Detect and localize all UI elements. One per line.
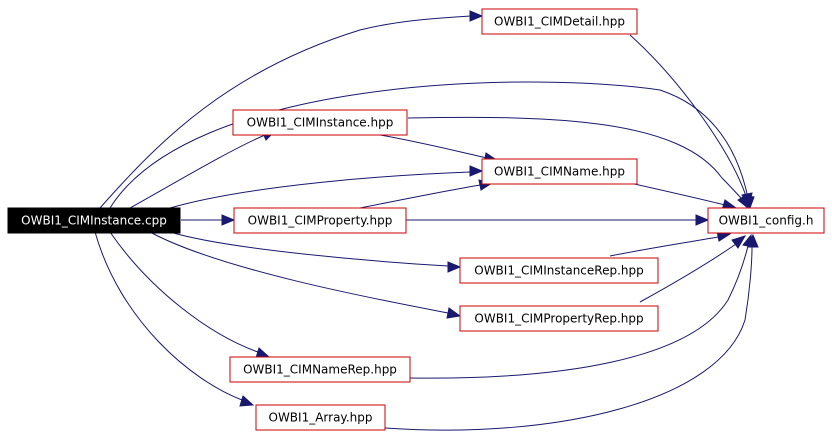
arrowhead-icon bbox=[731, 235, 747, 249]
edge-root-array bbox=[94, 231, 243, 401]
edge-detail-config bbox=[629, 34, 747, 197]
node-cim-instance-cpp[interactable]: OWBI1_CIMInstance.cpp bbox=[7, 207, 181, 234]
edge-root-config-top bbox=[109, 81, 749, 209]
arrowhead-icon bbox=[737, 194, 749, 210]
node-cim-instance-hpp[interactable]: OWBI1_CIMInstance.hpp bbox=[232, 109, 408, 136]
node-label: OWBI1_CIMInstanceRep.hpp bbox=[474, 264, 643, 278]
node-cim-name-rep-hpp[interactable]: OWBI1_CIMNameRep.hpp bbox=[229, 356, 411, 383]
node-cim-detail-hpp[interactable]: OWBI1_CIMDetail.hpp bbox=[481, 8, 638, 35]
arrowhead-icon bbox=[239, 395, 255, 407]
node-cim-instance-rep-hpp[interactable]: OWBI1_CIMInstanceRep.hpp bbox=[459, 257, 659, 284]
arrowhead-icon bbox=[469, 165, 484, 177]
arrowhead-icon bbox=[469, 10, 484, 22]
edge-root-name bbox=[169, 171, 471, 209]
node-label: OWBI1_CIMName.hpp bbox=[494, 165, 625, 179]
node-cim-property-hpp[interactable]: OWBI1_CIMProperty.hpp bbox=[233, 207, 407, 234]
node-label: OWBI1_Array.hpp bbox=[269, 411, 373, 425]
edge-namerep-config bbox=[409, 245, 749, 379]
edge-name-config bbox=[629, 182, 726, 206]
edge-propertyrep-config bbox=[639, 243, 737, 303]
node-label: OWBI1_CIMInstance.hpp bbox=[247, 116, 394, 130]
edge-root-propertyrep bbox=[149, 231, 449, 314]
edge-instance-config bbox=[407, 116, 743, 200]
edge-property-name bbox=[359, 184, 481, 209]
node-label: OWBI1_CIMPropertyRep.hpp bbox=[474, 312, 643, 326]
node-config-h[interactable]: OWBI1_config.h bbox=[707, 207, 825, 234]
edge-root-detail bbox=[99, 15, 471, 209]
arrowhead-icon bbox=[695, 214, 710, 226]
node-cim-name-hpp[interactable]: OWBI1_CIMName.hpp bbox=[481, 158, 638, 185]
node-label: OWBI1_CIMNameRep.hpp bbox=[243, 363, 397, 377]
edges bbox=[94, 10, 759, 431]
node-array-hpp[interactable]: OWBI1_Array.hpp bbox=[255, 404, 386, 431]
arrowhead-icon bbox=[747, 233, 759, 248]
edge-array-config bbox=[384, 246, 753, 431]
node-cim-property-rep-hpp[interactable]: OWBI1_CIMPropertyRep.hpp bbox=[459, 305, 659, 332]
edge-instancerep-config bbox=[609, 236, 719, 257]
edge-instance-name bbox=[379, 134, 488, 159]
arrowhead-icon bbox=[447, 261, 462, 273]
arrowhead-icon bbox=[221, 214, 236, 226]
edge-root-instancerep bbox=[169, 231, 449, 267]
node-label: OWBI1_config.h bbox=[719, 214, 814, 228]
node-label: OWBI1_CIMProperty.hpp bbox=[248, 214, 393, 228]
edge-root-instance bbox=[129, 134, 266, 209]
nodes: OWBI1_CIMInstance.cpp OWBI1_CIMDetail.hp… bbox=[7, 8, 825, 431]
node-label: OWBI1_CIMInstance.cpp bbox=[21, 214, 167, 228]
node-label: OWBI1_CIMDetail.hpp bbox=[494, 15, 625, 29]
edge-root-namerep bbox=[109, 231, 259, 353]
arrowhead-icon bbox=[446, 307, 462, 319]
